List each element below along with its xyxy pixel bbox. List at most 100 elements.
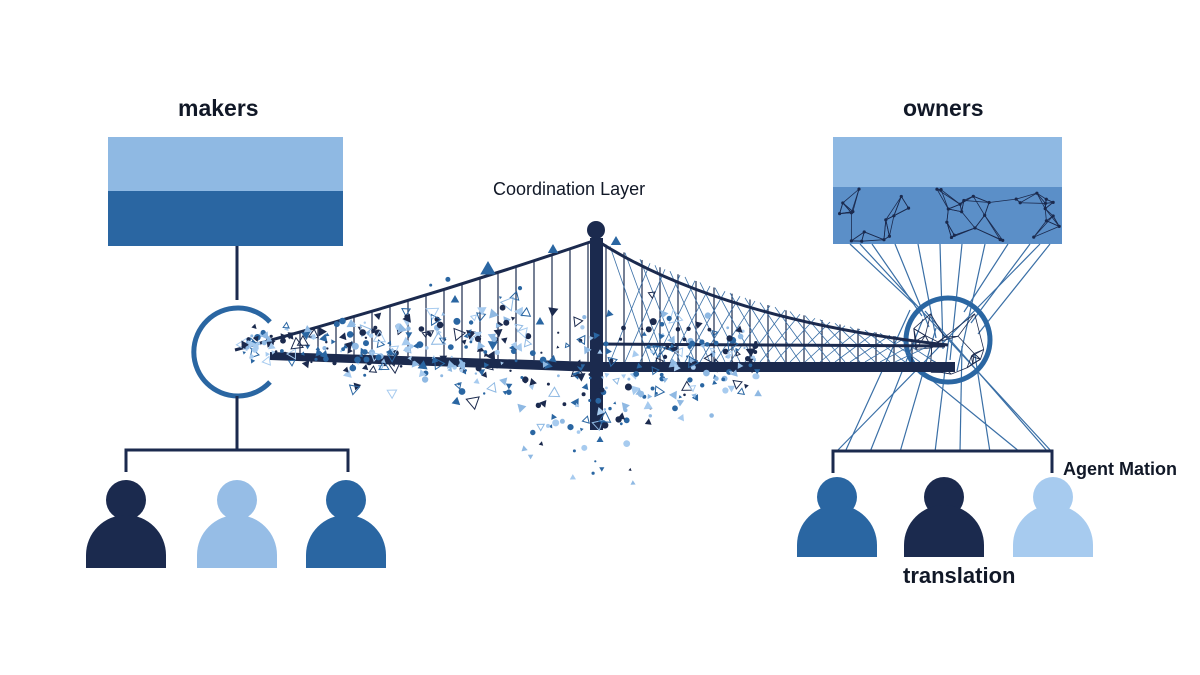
particle-triangle [501, 337, 508, 344]
particle-triangle [584, 345, 592, 355]
particle-triangle [604, 372, 610, 378]
particle-triangle [250, 358, 256, 364]
particle-triangle [315, 348, 324, 357]
particle-dot [703, 369, 710, 377]
particle-triangle [529, 378, 537, 386]
particle-dot [588, 373, 592, 376]
hub-mesh-edge [944, 313, 975, 338]
mesh-edge [961, 200, 965, 212]
hub-mesh-edge [930, 313, 945, 338]
owners-bracket [831, 449, 1054, 473]
particle-triangle [528, 384, 535, 391]
mesh-edge [972, 196, 986, 216]
particle-dot [509, 369, 512, 372]
owners-people [797, 477, 1093, 557]
hub-mesh-edge [957, 313, 975, 337]
mesh-edge [989, 198, 1017, 203]
particle-triangle [676, 399, 685, 407]
makers-block-top [108, 137, 343, 191]
particle-outline-triangle [376, 339, 386, 349]
mesh-edge [961, 211, 976, 229]
particle-dot [416, 341, 424, 348]
particle-triangle [514, 306, 523, 317]
particle-dot [354, 356, 361, 364]
makers-connector [124, 246, 350, 472]
hub-mesh-edge [925, 335, 938, 343]
mesh-edge [1046, 220, 1060, 227]
mesh-node [899, 194, 903, 199]
particle-dot [369, 333, 374, 338]
fan-line [871, 243, 923, 317]
mesh-edge [889, 215, 895, 237]
particle-dot [499, 304, 506, 311]
particle-triangle [346, 318, 356, 328]
particle-dot [464, 369, 467, 372]
particle-outline-triangle [673, 347, 684, 358]
mesh-edge [984, 215, 1001, 240]
particle-dot [686, 355, 689, 358]
particle-dot [646, 344, 651, 349]
particle-dot [726, 326, 730, 330]
particle-triangle [401, 336, 411, 346]
bridge-upper-rail [595, 342, 946, 348]
owner-person-3 [1013, 477, 1093, 557]
fan-line [949, 243, 963, 361]
particle-dot [506, 389, 512, 396]
owner-person-2 [904, 477, 984, 557]
particle-triangle [300, 351, 305, 356]
particle-triangle [502, 390, 508, 395]
particle-triangle [527, 454, 534, 460]
particle-triangle [427, 330, 432, 335]
particle-triangle [514, 342, 523, 352]
bridge-brace [834, 331, 876, 363]
makers-block [108, 137, 343, 246]
particle-triangle [735, 347, 739, 352]
particle-triangle [252, 335, 259, 342]
maker-person-1 [86, 480, 166, 568]
particle-dot [623, 440, 631, 447]
particle-outline-triangle [520, 306, 532, 317]
mesh-node [1001, 238, 1005, 242]
particle-triangle [591, 345, 598, 352]
particle-triangle [344, 341, 353, 351]
particle-dot [633, 371, 640, 377]
particle-triangle [251, 323, 257, 329]
particle-dot [713, 340, 719, 346]
maker-person-1-head [106, 480, 146, 520]
bridge-tower-cap [587, 221, 605, 239]
particle-dot [714, 376, 719, 381]
particle-dot [627, 377, 631, 381]
particle-outline-triangle [469, 314, 478, 322]
particle-dot [599, 387, 605, 393]
particle-dot [429, 283, 433, 287]
mesh-edge [893, 196, 902, 216]
mesh-edge [1036, 192, 1046, 204]
coordination-particle-cloud [235, 236, 762, 485]
particle-triangle [468, 329, 472, 333]
particle-dot [250, 334, 254, 338]
hub-mesh-edge [930, 347, 933, 360]
maker-person-2 [197, 480, 277, 568]
particle-dot [349, 364, 357, 372]
mesh-edge [885, 196, 902, 221]
particle-dot [581, 392, 586, 397]
particle-triangle [500, 361, 504, 366]
mesh-edge [936, 188, 961, 205]
mesh-edge [946, 222, 952, 238]
particle-triangle [412, 342, 419, 349]
particle-triangle [632, 350, 640, 358]
bridge-brace [699, 296, 741, 363]
particle-triangle [576, 373, 586, 382]
particle-dot [650, 350, 654, 354]
mesh-node [857, 187, 861, 191]
particle-triangle [287, 332, 295, 339]
particle-triangle [342, 366, 349, 373]
particle-triangle [318, 326, 327, 337]
particle-dot [494, 349, 500, 355]
mesh-edge [946, 222, 955, 236]
particle-dot [659, 372, 664, 377]
particle-triangle [402, 313, 411, 323]
particle-dot [491, 336, 498, 342]
fan-line [859, 243, 1053, 453]
